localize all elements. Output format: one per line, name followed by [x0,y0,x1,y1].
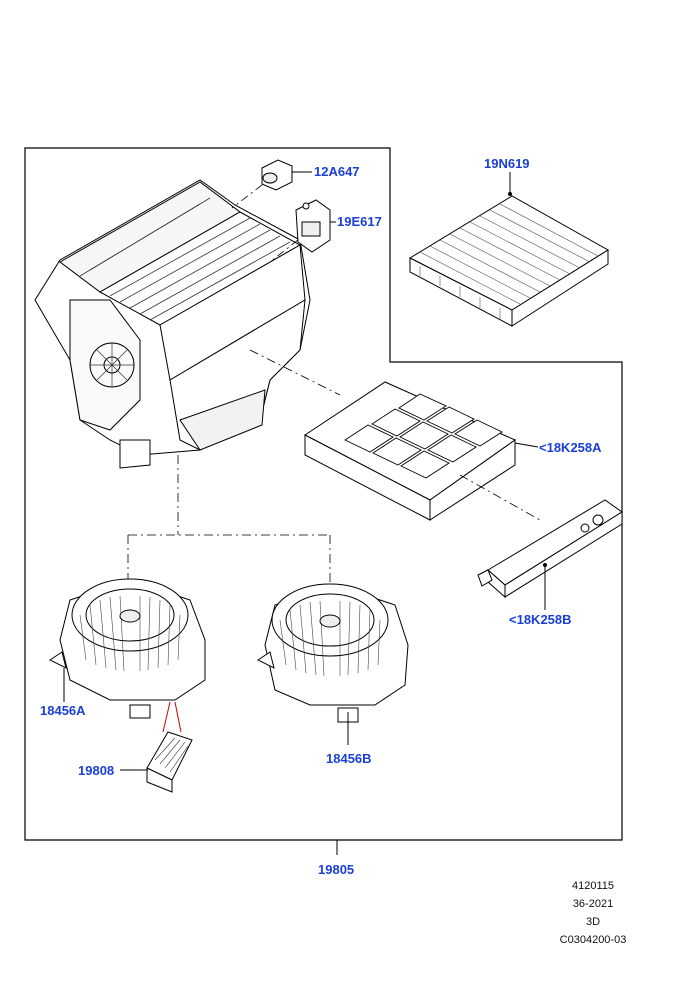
callout-19805[interactable]: 19805 [318,862,355,877]
actuator-12A647-drawing [261,159,293,191]
blower-18456B-drawing [257,583,409,723]
footer-code-3: 3D [585,916,601,928]
callout-19E617[interactable]: 19E617 [337,214,382,229]
actuator-19E617-drawing [295,199,331,253]
callout-18K258A[interactable]: <18K258A [539,440,602,455]
assembly-lines [127,349,541,585]
resistor-wire-1 [162,701,171,733]
footer-code-2: 36-2021 [572,898,614,910]
assembly-frame [24,147,623,841]
callout-18456A[interactable]: 18456A [40,703,86,718]
footer-code-4: C0304200-03 [559,934,627,946]
hvac-housing-drawing [34,179,311,469]
leader-18K258A [514,442,539,448]
callout-19N619[interactable]: 19N619 [484,156,530,171]
footer-code-1: 4120115 [571,880,614,892]
resistor-19808-drawing [146,731,193,793]
cabin-filter-drawing [408,195,609,327]
blower-18456A-drawing [49,578,206,719]
callout-12A647[interactable]: 12A647 [314,164,360,179]
resistor-wire-2 [174,701,182,733]
callout-18456B[interactable]: 18456B [326,751,372,766]
callout-19808[interactable]: 19808 [78,763,115,778]
callout-18K258B[interactable]: <18K258B [509,612,572,627]
seal-strip-drawing [477,499,623,599]
filter-housing-drawing [304,381,517,521]
